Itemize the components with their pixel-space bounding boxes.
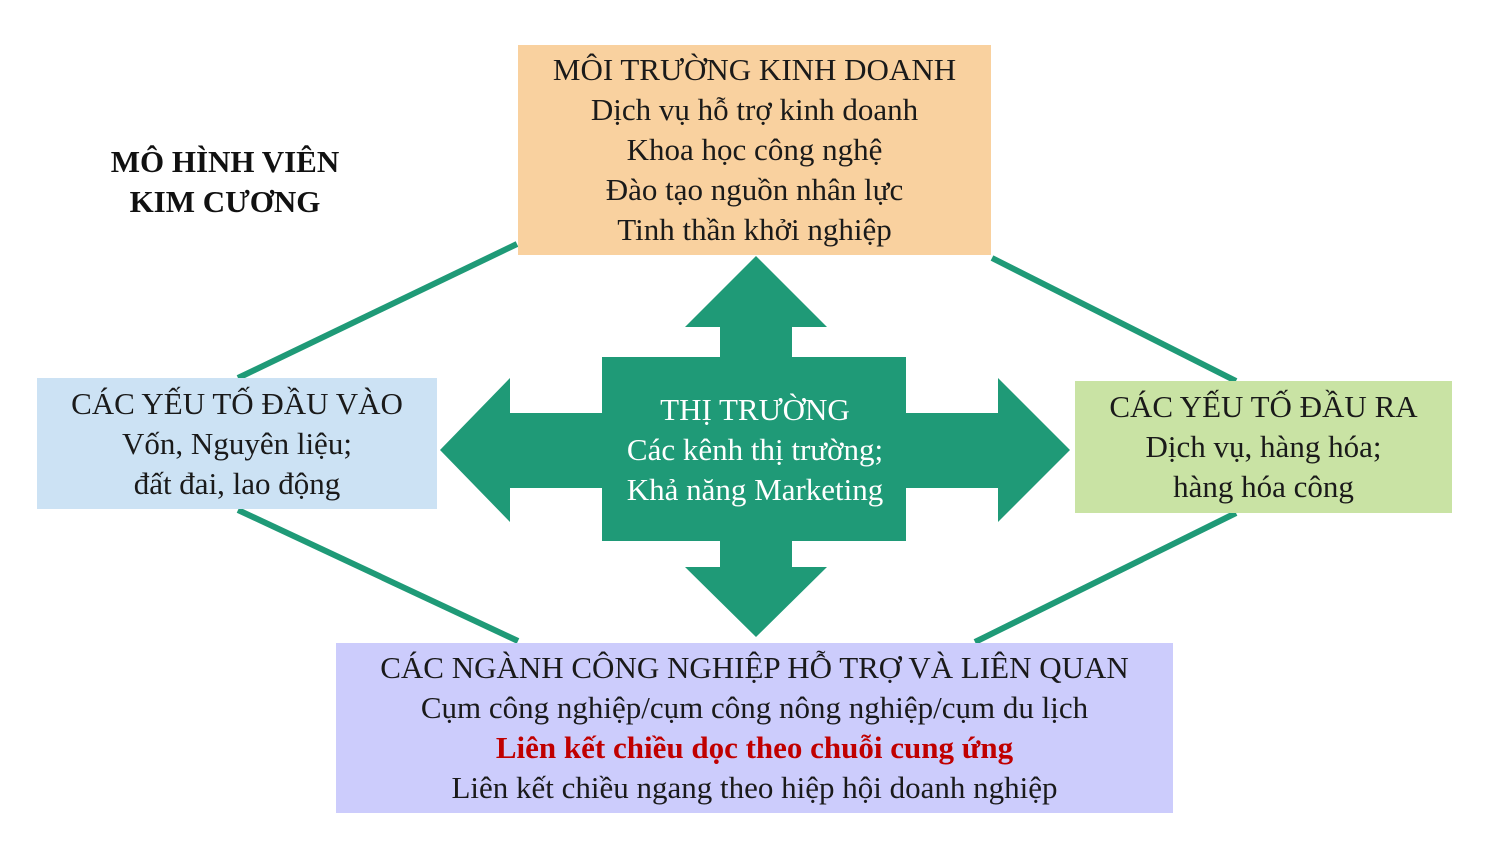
supporting-industries-line: Liên kết chiều ngang theo hiệp hội doanh… bbox=[451, 770, 1058, 805]
business-environment-item: Dịch vụ hỗ trợ kinh doanh bbox=[590, 92, 919, 127]
business-environment-item: Tinh thần khởi nghiệp bbox=[617, 212, 892, 247]
market-heading: THỊ TRƯỜNG bbox=[660, 392, 850, 427]
title-line-1: MÔ HÌNH VIÊN bbox=[110, 144, 340, 179]
business-environment-item: Khoa học công nghệ bbox=[626, 132, 883, 167]
diagram-title: MÔ HÌNH VIÊN KIM CƯƠNG bbox=[95, 142, 355, 222]
outputs-line: hàng hóa công bbox=[1173, 469, 1354, 504]
title-line-2: KIM CƯƠNG bbox=[129, 184, 321, 219]
business-environment-box: MÔI TRƯỜNG KINH DOANH Dịch vụ hỗ trợ kin… bbox=[518, 45, 991, 255]
supporting-industries-highlight: Liên kết chiều dọc theo chuỗi cung ứng bbox=[495, 730, 1014, 765]
inputs-line: đất đai, lao động bbox=[133, 465, 341, 501]
market-label: THỊ TRƯỜNG Các kênh thị trường; Khả năng… bbox=[585, 390, 925, 510]
market-line: Khả năng Marketing bbox=[626, 472, 884, 507]
outputs-box: CÁC YẾU TỐ ĐẦU RA Dịch vụ, hàng hóa; hàn… bbox=[1075, 381, 1452, 513]
outputs-heading: CÁC YẾU TỐ ĐẦU RA bbox=[1109, 389, 1418, 424]
market-line: Các kênh thị trường; bbox=[626, 432, 884, 467]
business-environment-item: Đào tạo nguồn nhân lực bbox=[605, 172, 904, 207]
inputs-line: Vốn, Nguyên liệu; bbox=[122, 425, 352, 461]
inputs-heading: CÁC YẾU TỐ ĐẦU VÀO bbox=[71, 385, 403, 421]
connector-top-left bbox=[236, 241, 519, 381]
market-arrow-shape bbox=[440, 256, 1070, 637]
connector-top-right bbox=[990, 255, 1238, 384]
connector-bottom-left bbox=[236, 507, 520, 644]
connector-bottom-right bbox=[973, 510, 1238, 645]
supporting-industries-line: Cụm công nghiệp/cụm công nông nghiệp/cụm… bbox=[420, 690, 1089, 725]
inputs-box: CÁC YẾU TỐ ĐẦU VÀO Vốn, Nguyên liệu; đất… bbox=[37, 378, 437, 509]
supporting-industries-heading: CÁC NGÀNH CÔNG NGHIỆP HỖ TRỢ VÀ LIÊN QUA… bbox=[380, 650, 1129, 685]
outputs-line: Dịch vụ, hàng hóa; bbox=[1145, 429, 1382, 464]
business-environment-heading: MÔI TRƯỜNG KINH DOANH bbox=[552, 52, 957, 87]
supporting-industries-box: CÁC NGÀNH CÔNG NGHIỆP HỖ TRỢ VÀ LIÊN QUA… bbox=[336, 643, 1173, 813]
